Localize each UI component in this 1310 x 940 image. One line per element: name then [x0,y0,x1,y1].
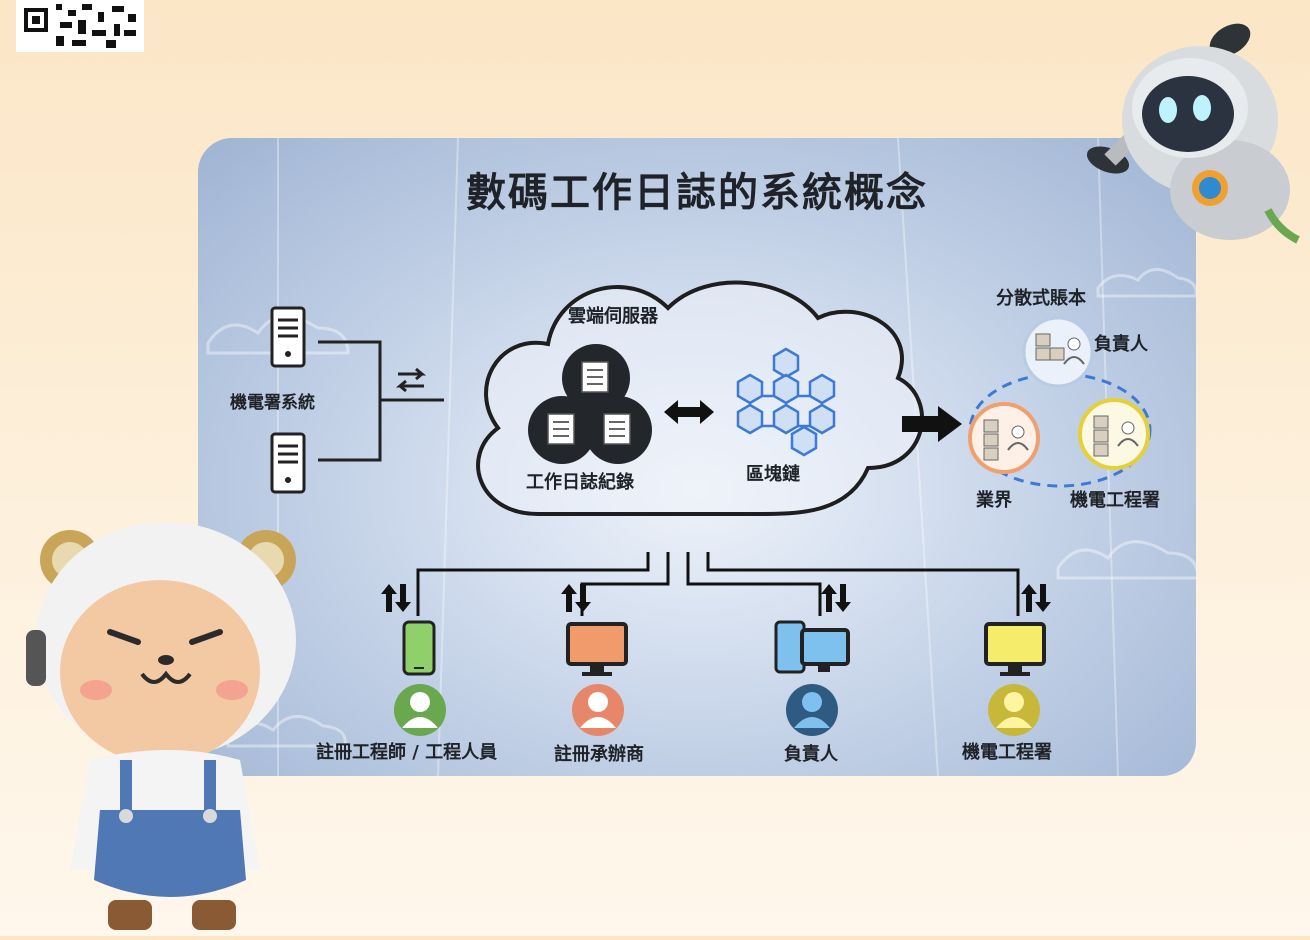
user-avatar-icon [786,684,838,736]
bidirectional-arrow-icon [664,400,714,424]
qr-code [16,0,144,52]
ledger-node-label: 機電工程署 [1070,490,1160,511]
ledger-node-label: 負責人 [1094,334,1148,355]
bear-mascot [10,520,310,940]
user-avatar-icon [394,684,446,736]
user-label: 負責人 [784,744,838,765]
blockchain-label: 區塊鏈 [746,464,800,485]
updown-arrows-icon [381,584,1051,612]
ledger-node-emsd [1078,398,1150,470]
right-arrow-icon [902,406,962,442]
ledger-node-label: 業界 [976,490,1012,511]
blockchain-icon [736,347,836,457]
ledger-node-responsible [1022,316,1094,388]
diagram-title: 數碼工作日誌的系統概念 [466,170,928,216]
robot-mascot [1080,10,1310,254]
server-icon [270,306,306,368]
exchange-arrows-icon [395,367,427,393]
server-icon [270,432,306,494]
monitor-icon [566,622,628,676]
ledger-title: 分散式賬本 [996,288,1086,309]
diagram-panel: 數碼工作日誌的系統概念 機電署系統 雲端伺服器 工作日誌紀錄 區塊鏈 分散式賬本… [198,138,1196,776]
cloud-outline [476,280,924,516]
ledger-node-industry [968,402,1040,474]
phone-icon [402,620,436,676]
work-log-label: 工作日誌紀錄 [526,472,634,493]
user-label: 註冊承辦商 [554,744,644,765]
monitor-icon [984,622,1046,676]
phone-monitor-icon [774,620,850,674]
user-avatar-icon [988,684,1040,736]
left-system-label: 機電署系統 [230,393,315,413]
user-avatar-icon [572,684,624,736]
user-label: 機電工程署 [962,742,1052,763]
user-label: 註冊工程師 / 工程人員 [316,742,498,763]
document-stack-icon [528,344,652,464]
cloud-label: 雲端伺服器 [568,306,658,327]
